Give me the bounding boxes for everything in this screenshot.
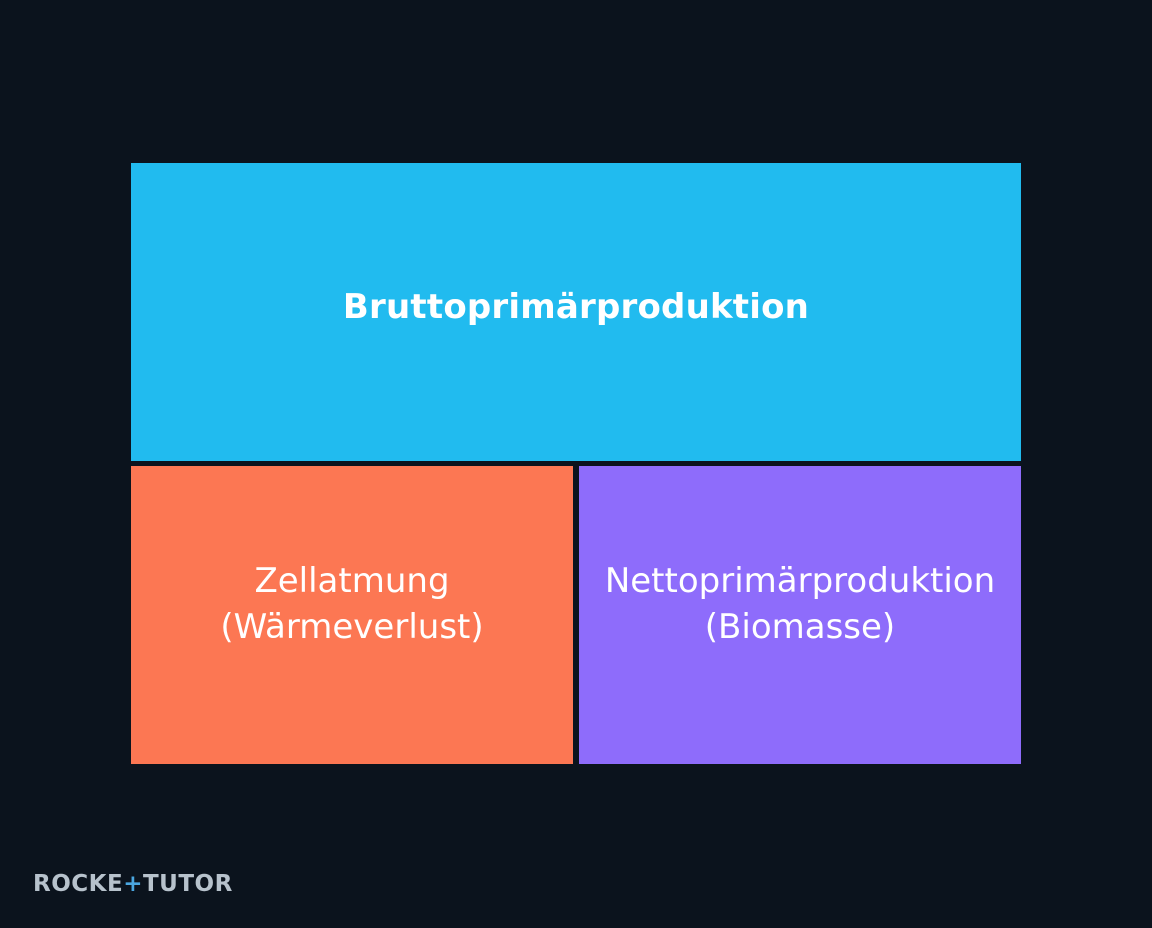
cell-respiration-label: Zellatmung (Wärmeverlust) — [220, 558, 483, 650]
net-primary-production-box: Nettoprimärproduktion (Biomasse) — [579, 466, 1021, 764]
cell-respiration-subtitle: (Wärmeverlust) — [220, 607, 484, 647]
cell-respiration-box: Zellatmung (Wärmeverlust) — [131, 466, 573, 764]
gross-primary-production-label: Bruttoprimärproduktion — [342, 287, 810, 327]
logo-plus-icon: + — [123, 871, 143, 897]
cell-respiration-title: Zellatmung — [254, 561, 450, 601]
logo-text-part1: ROCKE — [33, 871, 124, 897]
rocketutor-logo: ROCKE+TUTOR — [33, 869, 233, 899]
gross-primary-production-box: Bruttoprimärproduktion — [131, 163, 1021, 461]
net-primary-production-subtitle: (Biomasse) — [704, 607, 896, 647]
net-primary-production-label: Nettoprimärproduktion (Biomasse) — [605, 558, 995, 650]
net-primary-production-title: Nettoprimärproduktion — [604, 561, 996, 601]
logo-text-part2: TUTOR — [142, 871, 233, 897]
